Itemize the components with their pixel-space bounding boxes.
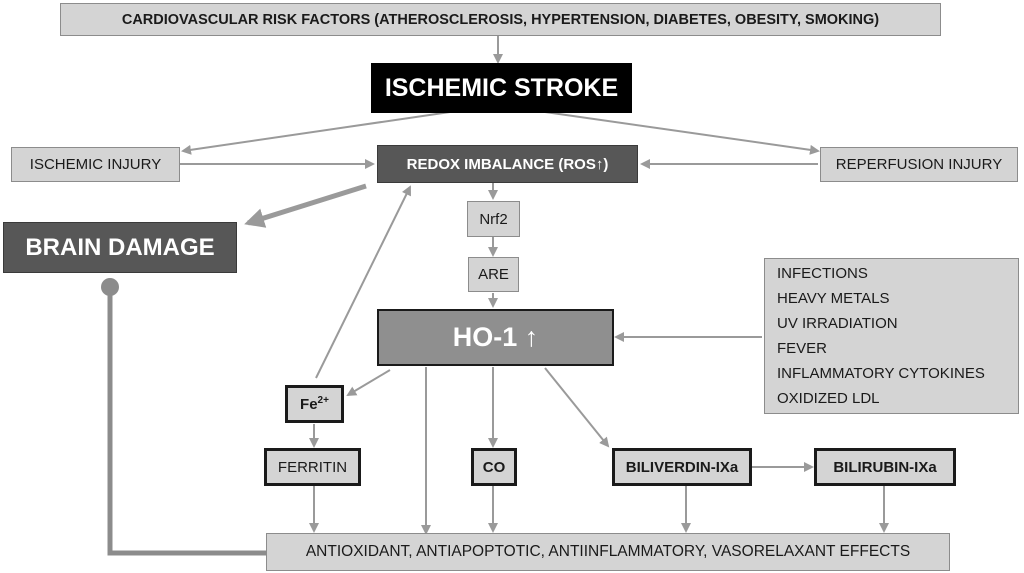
inhibition-effects-to-brain-damage	[107, 287, 266, 556]
fe2-charge: 2+	[317, 395, 329, 406]
are-label: ARE	[478, 266, 509, 283]
risk-factors-label: CARDIOVASCULAR RISK FACTORS (ATHEROSCLER…	[121, 11, 880, 28]
inducer-oxidized-ldl: OXIDIZED LDL	[777, 390, 880, 407]
inducer-inflammatory-cytokines: INFLAMMATORY CYTOKINES	[777, 365, 985, 382]
biliverdin-box: BILIVERDIN-IXa	[612, 448, 752, 486]
bilirubin-box: BILIRUBIN-IXa	[814, 448, 956, 486]
ischemic-injury-box: ISCHEMIC INJURY	[11, 147, 180, 182]
ischemic-stroke-box: ISCHEMIC STROKE	[371, 63, 632, 113]
inducer-infections: INFECTIONS	[777, 265, 868, 282]
reperfusion-injury-label: REPERFUSION INJURY	[835, 156, 1003, 173]
reperfusion-injury-box: REPERFUSION INJURY	[820, 147, 1018, 182]
ferritin-label: FERRITIN	[277, 458, 348, 476]
ischemic-stroke-label: ISCHEMIC STROKE	[384, 73, 619, 102]
arrow-ho1-to-fe2	[346, 369, 391, 397]
bilirubin-label: BILIRUBIN-IXa	[833, 458, 937, 476]
ischemic-injury-label: ISCHEMIC INJURY	[29, 156, 162, 173]
fe2-symbol: Fe	[300, 396, 318, 413]
arrow-fe2-to-redox	[315, 185, 411, 379]
effects-label: ANTIOXIDANT, ANTIAPOPTOTIC, ANTIINFLAMMA…	[305, 543, 911, 560]
brain-damage-label: BRAIN DAMAGE	[25, 233, 215, 261]
biliverdin-label: BILIVERDIN-IXa	[625, 458, 739, 476]
arrow-stroke-to-reperfusion-injury	[544, 111, 820, 155]
effects-box: ANTIOXIDANT, ANTIAPOPTOTIC, ANTIINFLAMMA…	[266, 533, 950, 571]
inducer-fever: FEVER	[777, 340, 828, 357]
nrf2-label: Nrf2	[479, 210, 508, 228]
risk-factors-box: CARDIOVASCULAR RISK FACTORS (ATHEROSCLER…	[60, 3, 941, 36]
brain-damage-box: BRAIN DAMAGE	[3, 222, 237, 273]
ferritin-box: FERRITIN	[264, 448, 361, 486]
co-label: CO	[482, 458, 506, 476]
inducer-heavy-metals: HEAVY METALS	[777, 290, 890, 307]
redox-imbalance-box: REDOX IMBALANCE (ROS↑)	[377, 145, 638, 183]
co-box: CO	[471, 448, 517, 486]
ho1-box: HO-1 ↑	[377, 309, 614, 366]
nrf2-box: Nrf2	[467, 201, 520, 237]
arrow-ho1-to-biliverdin	[544, 367, 610, 448]
fe2-box: Fe2+	[285, 385, 344, 423]
are-box: ARE	[468, 257, 519, 292]
inducer-uv-irradiation: UV IRRADIATION	[777, 315, 898, 332]
redox-imbalance-label: REDOX IMBALANCE (ROS↑)	[406, 155, 609, 173]
inhibition-end-dot	[101, 278, 119, 296]
inducers-box: INFECTIONS HEAVY METALS UV IRRADIATION F…	[764, 258, 1019, 414]
arrow-stroke-to-ischemic-injury	[181, 111, 451, 155]
arrow-redox-to-brain-damage	[244, 183, 367, 228]
ho1-label: HO-1 ↑	[452, 322, 539, 352]
fe2-label: Fe2+	[300, 395, 329, 413]
